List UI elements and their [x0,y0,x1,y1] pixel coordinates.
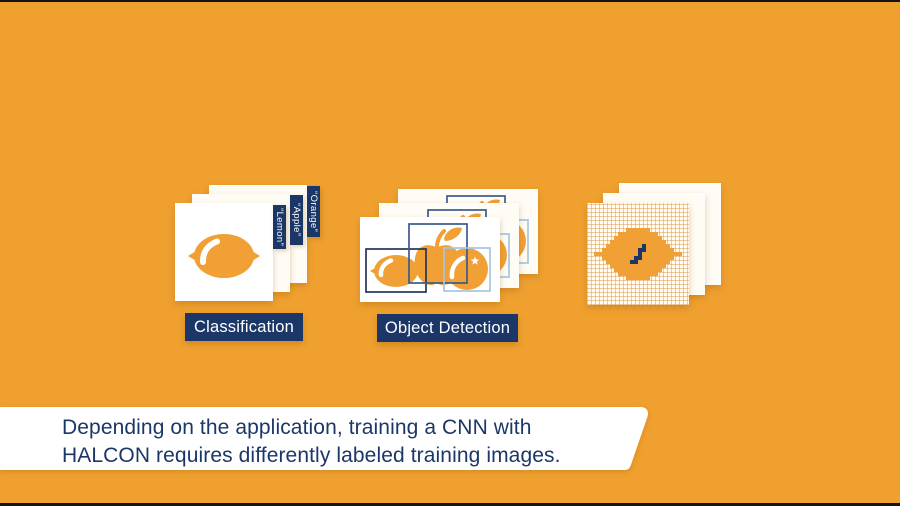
label-tab-lemon: “Lemon” [273,205,286,249]
letterbox-top [0,0,900,2]
classification-label: Classification [185,313,303,341]
letterbox-bottom [0,503,900,506]
segmentation-card-front [587,203,689,305]
fruits-with-boxes-icon [365,223,491,293]
label-tab-orange: “Orange” [307,186,320,237]
lemon-icon [188,234,260,278]
object-detection-label: Object Detection [377,314,518,342]
detection-card-front [360,217,500,302]
caption-line-1: Depending on the application, training a… [62,416,532,439]
caption-banner: Depending on the application, training a… [0,407,620,470]
caption-line-2: HALCON requires differently labeled trai… [62,443,561,467]
pixelated-lemon-mask-icon [594,228,682,280]
classification-card-front: “Lemon” [175,203,286,301]
label-tab-apple: “Apple” [290,195,303,245]
caption-text: Depending on the application, training a… [62,414,561,469]
